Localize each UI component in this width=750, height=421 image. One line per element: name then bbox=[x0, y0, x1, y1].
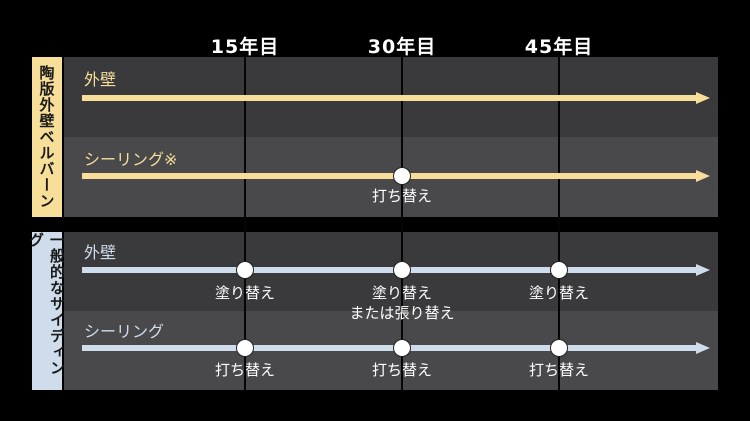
marker-siding-sealing-45 bbox=[551, 340, 567, 356]
row-label-bellbahn-wall: 外壁 bbox=[84, 70, 117, 89]
annotation-siding-sealing-45: 打ち替え bbox=[528, 361, 589, 379]
arrow-bellbahn-wall bbox=[696, 92, 710, 104]
annotation-siding-wall-30: 塗り替え または張り替え bbox=[349, 284, 455, 322]
year-line-30 bbox=[401, 57, 403, 390]
annotation-siding-sealing-15: 打ち替え bbox=[214, 361, 275, 379]
track-bellbahn-wall bbox=[82, 95, 696, 101]
row-label-siding-sealing: シーリング bbox=[84, 322, 165, 341]
year-label-15: 15年目 bbox=[210, 36, 280, 58]
group-label-bellbahn-text: 陶版外壁ベルバーン bbox=[37, 65, 56, 209]
group-label-siding-text: 一般的なサイディング bbox=[27, 232, 66, 376]
group-label-siding: 一般的なサイディング bbox=[27, 232, 66, 390]
arrow-siding-sealing bbox=[696, 342, 710, 354]
annotation-siding-wall-45: 塗り替え bbox=[528, 284, 589, 302]
annotation-siding-wall-15: 塗り替え bbox=[214, 284, 275, 302]
annotation-siding-sealing-30: 打ち替え bbox=[371, 361, 432, 379]
marker-siding-wall-45 bbox=[551, 262, 567, 278]
group-label-bellbahn: 陶版外壁ベルバーン bbox=[32, 57, 62, 217]
marker-siding-wall-30 bbox=[394, 262, 410, 278]
marker-siding-sealing-15 bbox=[237, 340, 253, 356]
arrow-bellbahn-sealing bbox=[696, 170, 710, 182]
year-label-30: 30年目 bbox=[367, 36, 437, 58]
year-line-15 bbox=[244, 57, 246, 390]
marker-bellbahn-sealing-30 bbox=[394, 168, 410, 184]
track-siding-sealing bbox=[82, 345, 696, 351]
marker-siding-sealing-30 bbox=[394, 340, 410, 356]
row-label-bellbahn-sealing: シーリング※ bbox=[84, 150, 178, 169]
track-siding-wall bbox=[82, 267, 696, 273]
row-label-siding-wall: 外壁 bbox=[84, 243, 117, 262]
marker-siding-wall-15 bbox=[237, 262, 253, 278]
annotation-bellbahn-sealing-30: 打ち替え bbox=[371, 187, 432, 205]
year-line-45 bbox=[558, 57, 560, 390]
arrow-siding-wall bbox=[696, 264, 710, 276]
year-label-45: 45年目 bbox=[524, 36, 594, 58]
track-bellbahn-sealing bbox=[82, 173, 696, 179]
